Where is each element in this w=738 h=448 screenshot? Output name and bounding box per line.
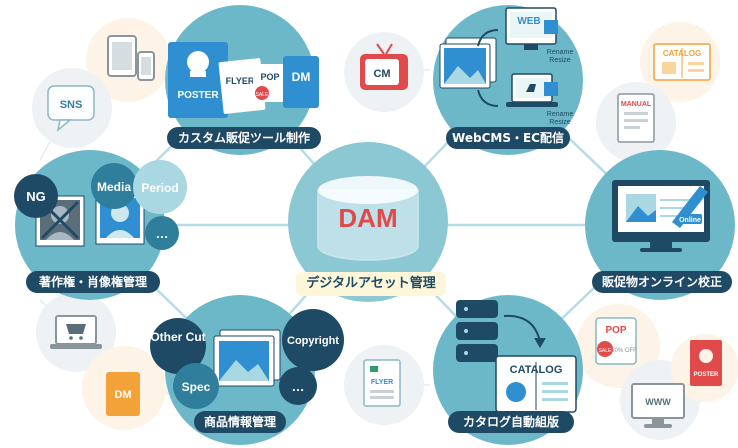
svg-text:Online: Online <box>679 217 701 224</box>
resize-label: Resize <box>549 57 571 64</box>
www-monitor-icon: WWW <box>631 383 685 428</box>
hub-online-proof: Online <box>585 150 735 300</box>
rename-label: Rename <box>547 111 574 118</box>
period-bubble <box>133 160 187 214</box>
image-stack-icon <box>439 37 497 89</box>
tablet-phone-icon <box>107 35 155 81</box>
rename-label: Rename <box>547 49 574 56</box>
online-badge <box>678 214 702 224</box>
hub-copyright: NG Media Period … <box>14 150 187 300</box>
poster-doc-icon: POSTER <box>690 340 722 386</box>
svg-text:CATALOG: CATALOG <box>510 364 563 376</box>
flow-arrow-icon <box>477 29 499 47</box>
other-cut-bubble <box>150 318 206 374</box>
flyer-doc-icon: FLYER <box>363 359 401 407</box>
sns-bubble-icon: SNS <box>47 85 95 132</box>
svg-text:Period: Period <box>141 181 178 195</box>
label-custom-promo: カスタム販促ツール制作 <box>167 127 321 149</box>
svg-text:DM: DM <box>292 70 311 84</box>
svg-text:POSTER: POSTER <box>694 372 719 378</box>
monitor-web-icon: WEB <box>505 7 558 50</box>
svg-text:WEB: WEB <box>517 16 540 27</box>
hub-catalog: CATALOG <box>433 295 583 445</box>
svg-text:Copyright: Copyright <box>287 335 339 347</box>
dm-envelope-icon: DM <box>106 372 140 416</box>
label-webcms: WebCMS・EC配信 <box>446 127 570 149</box>
catalog-booklet-icon: CATALOG <box>653 43 711 81</box>
more-bubble <box>145 216 179 250</box>
poster-icon: POSTER <box>168 42 228 118</box>
svg-text:CM: CM <box>373 68 390 80</box>
svg-text:Other Cut: Other Cut <box>150 330 205 344</box>
label-catalog: カタログ自動組版 <box>448 411 574 433</box>
arrow-head-icon <box>534 338 546 348</box>
label-copyright: 著作権・肖像権管理 <box>26 271 160 293</box>
image-stack-icon <box>213 329 281 387</box>
svg-text:CATALOG: CATALOG <box>663 49 701 58</box>
manual-doc-icon: MANUAL <box>617 93 655 143</box>
center-hub: DAM <box>288 142 448 302</box>
copyright-bubble <box>282 309 344 371</box>
label-dam: デジタルアセット管理 <box>296 272 446 296</box>
ng-bubble <box>14 174 58 218</box>
hub-product-info: Other Cut Copyright Spec … <box>150 295 344 445</box>
label-product-info: 商品情報管理 <box>194 411 286 433</box>
resize-label: Resize <box>549 119 571 126</box>
laptop-cart-icon <box>50 315 102 349</box>
hub-custom-promo: POSTER FLYER POP SALE DM <box>165 5 319 155</box>
svg-text:DM: DM <box>114 389 131 401</box>
catalog-book-icon: CATALOG <box>495 355 577 413</box>
svg-text:POSTER: POSTER <box>177 90 219 101</box>
svg-text:FLYER: FLYER <box>371 379 393 386</box>
flow-arrow-icon <box>503 314 541 343</box>
svg-text:50% OFF: 50% OFF <box>611 348 637 354</box>
dam-title: DAM <box>338 203 397 233</box>
svg-text:WWW: WWW <box>645 397 671 407</box>
svg-text:POP: POP <box>260 72 279 82</box>
dm-icon: DM <box>283 56 319 108</box>
svg-text:…: … <box>292 379 305 394</box>
spec-bubble <box>173 363 219 409</box>
svg-text:SNS: SNS <box>60 99 83 111</box>
media-bubble <box>91 163 137 209</box>
svg-text:NG: NG <box>26 189 46 204</box>
flow-arrow-icon <box>477 89 499 107</box>
svg-text:…: … <box>156 226 169 241</box>
more-bubble <box>279 367 317 405</box>
svg-text:SALE: SALE <box>256 92 269 98</box>
tv-icon: CM <box>360 43 408 90</box>
portrait-ng-icon <box>35 195 85 247</box>
server-stack-icon <box>456 300 498 362</box>
pop-sale-icon: POP SALE 50% OFF <box>595 317 637 365</box>
svg-text:MANUAL: MANUAL <box>621 101 652 108</box>
database-cylinder-icon <box>317 176 419 261</box>
svg-text:SALE: SALE <box>599 348 612 354</box>
label-online-proof: 販促物オンライン校正 <box>592 271 732 293</box>
pop-icon: POP SALE <box>253 64 287 102</box>
svg-text:Media: Media <box>97 180 131 194</box>
svg-text:Spec: Spec <box>182 380 211 394</box>
hub-webcms: WEB Rename Resize Rename Resize <box>433 5 583 155</box>
laptop-icon <box>506 73 558 107</box>
svg-text:FLYER: FLYER <box>226 76 255 86</box>
svg-text:POP: POP <box>605 325 626 336</box>
